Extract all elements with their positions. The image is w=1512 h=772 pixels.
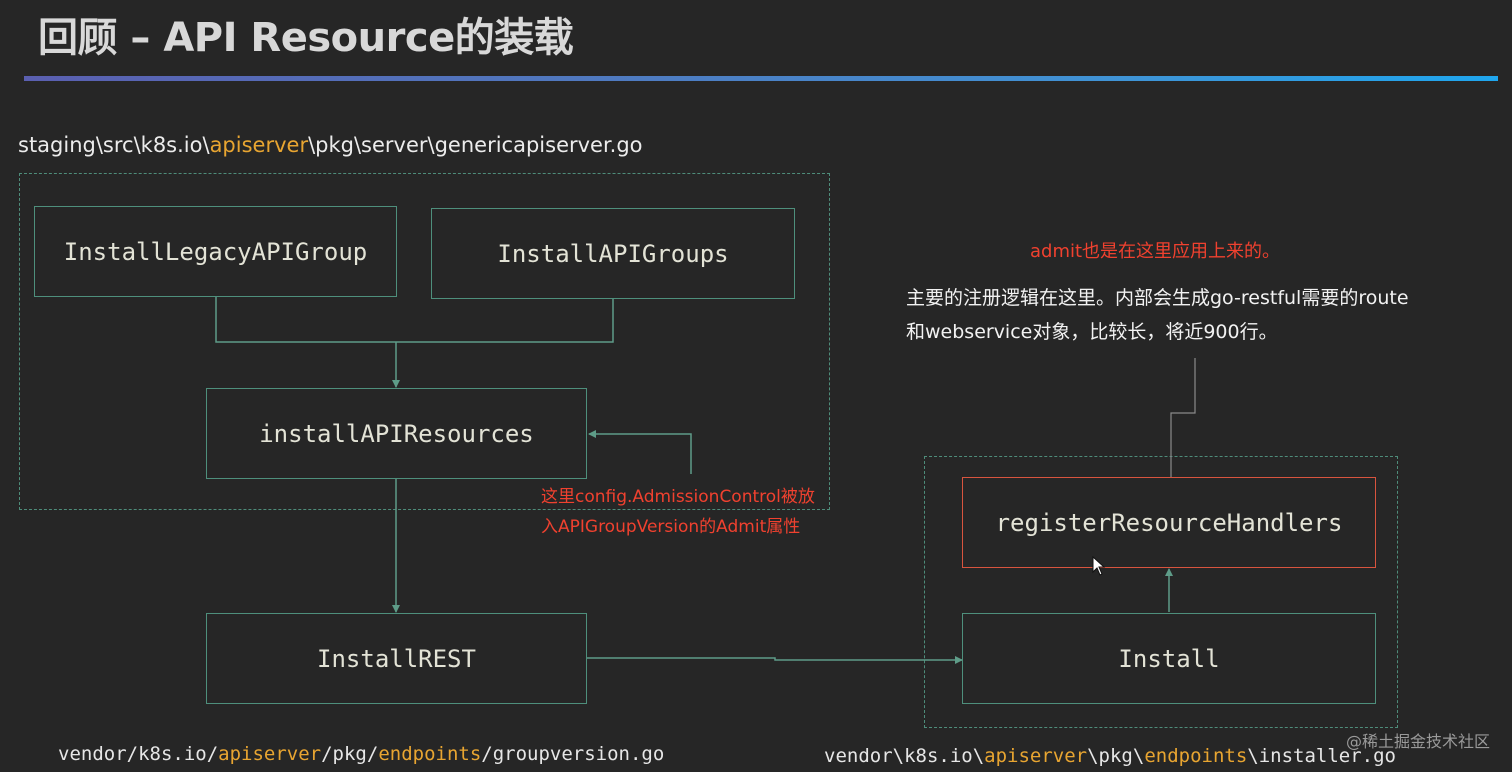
- inst-path-highlight-1: apiserver: [984, 745, 1088, 767]
- node-install-api-groups: InstallAPIGroups: [431, 208, 795, 299]
- installer-group-frame: [924, 456, 1398, 728]
- inst-path-part-1: vendor\k8s.io\: [824, 745, 985, 767]
- gv-path-highlight-2: endpoints: [378, 743, 482, 765]
- inst-path-part-2: \pkg\: [1087, 745, 1145, 767]
- top-file-path: staging\src\k8s.io\apiserver\pkg\server\…: [18, 131, 643, 159]
- register-note-line-2: 和webservice对象，比较长，将近900行。: [906, 321, 1278, 343]
- connector-legacy-to-merge: [215, 296, 396, 343]
- arrow-rest-to-install: [586, 656, 963, 664]
- gv-path-part-2: /pkg/: [321, 743, 379, 765]
- connector-register-to-note: [1170, 358, 1196, 478]
- gv-path-part-3: /groupversion.go: [481, 743, 665, 765]
- top-path-suffix: \pkg\server\genericapiserver.go: [308, 133, 643, 157]
- connector-groups-to-merge: [396, 298, 614, 343]
- gv-path-highlight-1: apiserver: [218, 743, 322, 765]
- admit-applied-note: admit也是在这里应用上来的。: [1030, 241, 1281, 262]
- admission-control-note: 这里config.AdmissionControl被放 入APIGroupVer…: [541, 482, 815, 542]
- groupversion-file-path: vendor/k8s.io/apiserver/pkg/endpoints/gr…: [58, 740, 664, 768]
- top-path-highlight: apiserver: [209, 133, 309, 157]
- top-path-prefix: staging\src\k8s.io\: [18, 133, 210, 157]
- node-register-resource-handlers: registerResourceHandlers: [962, 477, 1376, 568]
- admission-note-line-2: 入APIGroupVersion的Admit属性: [541, 517, 801, 537]
- node-install-legacy-api-group: InstallLegacyAPIGroup: [34, 206, 397, 297]
- register-logic-note: 主要的注册逻辑在这里。内部会生成go-restful需要的route 和webs…: [906, 281, 1409, 349]
- node-install: Install: [962, 613, 1376, 704]
- arrow-admission-into-resources: [588, 430, 692, 474]
- gv-path-part-1: vendor/k8s.io/: [58, 743, 219, 765]
- title-underline: [24, 76, 1498, 81]
- mouse-pointer-icon: [1092, 556, 1106, 576]
- inst-path-part-3: \installer.go: [1247, 745, 1396, 767]
- inst-path-highlight-2: endpoints: [1144, 745, 1248, 767]
- slide-title: 回顾 – API Resource的装载: [38, 15, 574, 61]
- register-note-line-1: 主要的注册逻辑在这里。内部会生成go-restful需要的route: [906, 287, 1409, 309]
- node-install-api-resources: installAPIResources: [206, 388, 587, 479]
- admission-note-line-1: 这里config.AdmissionControl被放: [541, 487, 815, 507]
- watermark: @稀土掘金技术社区: [1345, 732, 1490, 751]
- installer-file-path: vendor\k8s.io\apiserver\pkg\endpoints\in…: [824, 742, 1396, 770]
- genericapiserver-group-frame: [19, 173, 830, 510]
- node-install-rest: InstallREST: [206, 613, 587, 704]
